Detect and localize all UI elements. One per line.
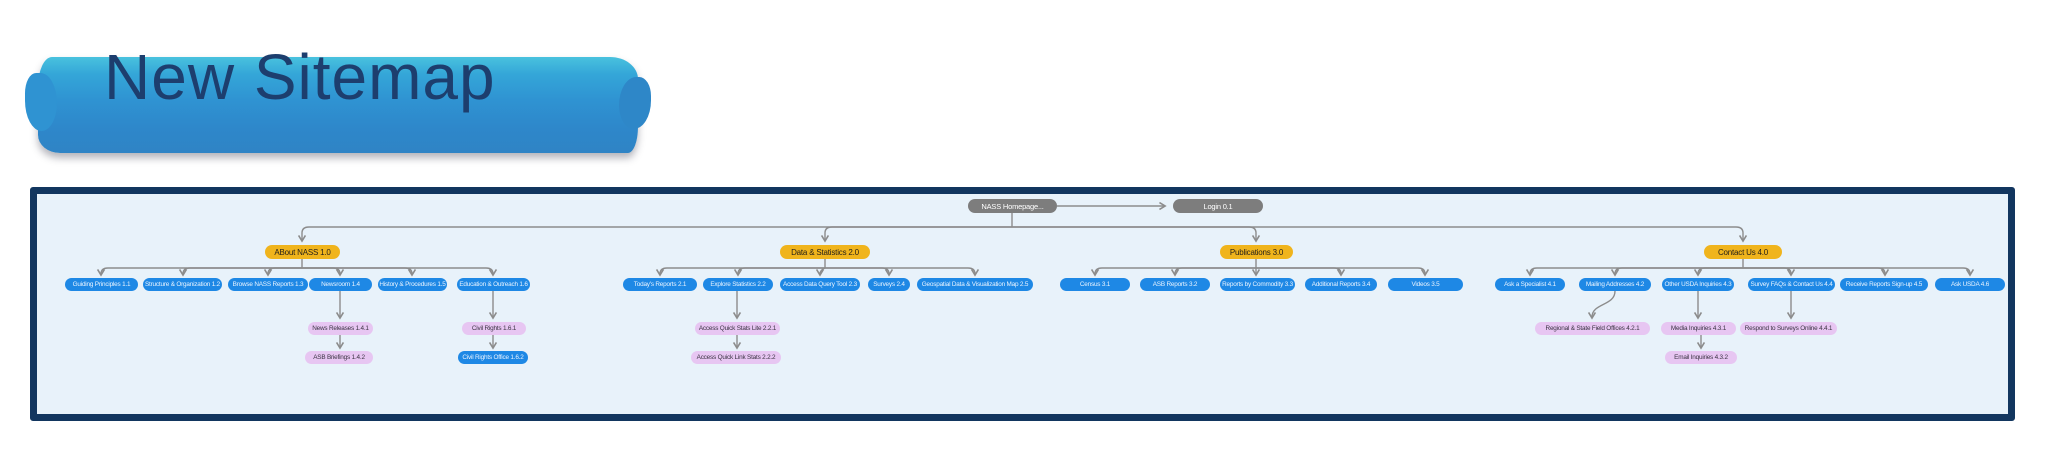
node-survey-faqs-contact[interactable]: Survey FAQs & Contact Us 4.4	[1748, 278, 1835, 291]
node-history-procedures[interactable]: History & Procedures 1.5	[378, 278, 447, 291]
node-nass-homepage[interactable]: NASS Homepage...	[968, 199, 1057, 213]
node-ask-usda[interactable]: Ask USDA 4.6	[1935, 278, 2005, 291]
node-asb-briefings[interactable]: ASB Briefings 1.4.2	[305, 351, 373, 364]
node-explore-statistics[interactable]: Explore Statistics 2.2	[703, 278, 773, 291]
node-other-usda-inquiries[interactable]: Other USDA Inquiries 4.3	[1662, 278, 1734, 291]
node-regional-state-field-offices[interactable]: Regional & State Field Offices 4.2.1	[1535, 322, 1650, 335]
node-quick-link-stats[interactable]: Access Quick Link Stats 2.2.2	[691, 351, 781, 364]
node-contact-us[interactable]: Contact Us 4.0	[1704, 245, 1782, 259]
node-guiding-principles[interactable]: Guiding Principles 1.1	[65, 278, 138, 291]
node-asb-reports[interactable]: ASB Reports 3.2	[1140, 278, 1210, 291]
node-about-nass[interactable]: ABout NASS 1.0	[265, 245, 340, 259]
node-email-inquiries[interactable]: Email Inquiries 4.3.2	[1665, 351, 1737, 364]
node-civil-rights[interactable]: Civil Rights 1.6.1	[462, 322, 526, 335]
node-census[interactable]: Census 3.1	[1060, 278, 1130, 291]
node-videos[interactable]: Videos 3.5	[1388, 278, 1463, 291]
node-login[interactable]: Login 0.1	[1173, 199, 1263, 213]
node-data-statistics[interactable]: Data & Statistics 2.0	[780, 245, 870, 259]
node-education-outreach[interactable]: Education & Outreach 1.6	[457, 278, 530, 291]
node-additional-reports[interactable]: Additional Reports 3.4	[1305, 278, 1377, 291]
node-publications[interactable]: Publications 3.0	[1220, 245, 1293, 259]
node-todays-reports[interactable]: Today's Reports 2.1	[623, 278, 697, 291]
node-geospatial-map[interactable]: Geospatial Data & Visualization Map 2.5	[917, 278, 1033, 291]
node-civil-rights-office[interactable]: Civil Rights Office 1.6.2	[458, 351, 528, 364]
node-access-data-query-tool[interactable]: Access Data Query Tool 2.3	[780, 278, 860, 291]
node-surveys[interactable]: Surveys 2.4	[868, 278, 910, 291]
node-receive-reports-signup[interactable]: Receive Reports Sign-up 4.5	[1840, 278, 1928, 291]
node-news-releases[interactable]: News Releases 1.4.1	[308, 322, 373, 335]
node-browse-nass-reports[interactable]: Browse NASS Reports 1.3	[228, 278, 308, 291]
node-reports-by-commodity[interactable]: Reports by Commodity 3.3	[1220, 278, 1295, 291]
node-media-inquiries[interactable]: Media Inquiries 4.3.1	[1661, 322, 1736, 335]
node-newsroom[interactable]: Newsroom 1.4	[309, 278, 372, 291]
node-structure-organization[interactable]: Structure & Organization 1.2	[143, 278, 222, 291]
node-mailing-addresses[interactable]: Mailing Addresses 4.2	[1579, 278, 1651, 291]
node-quick-stats-lite[interactable]: Access Quick Stats Lite 2.2.1	[695, 322, 780, 335]
node-respond-surveys-online[interactable]: Respond to Surveys Online 4.4.1	[1740, 322, 1837, 335]
brush-stroke	[25, 57, 651, 153]
page-title: New Sitemap	[104, 41, 496, 113]
node-ask-specialist[interactable]: Ask a Specialist 4.1	[1495, 278, 1565, 291]
sitemap-canvas	[30, 187, 2015, 421]
